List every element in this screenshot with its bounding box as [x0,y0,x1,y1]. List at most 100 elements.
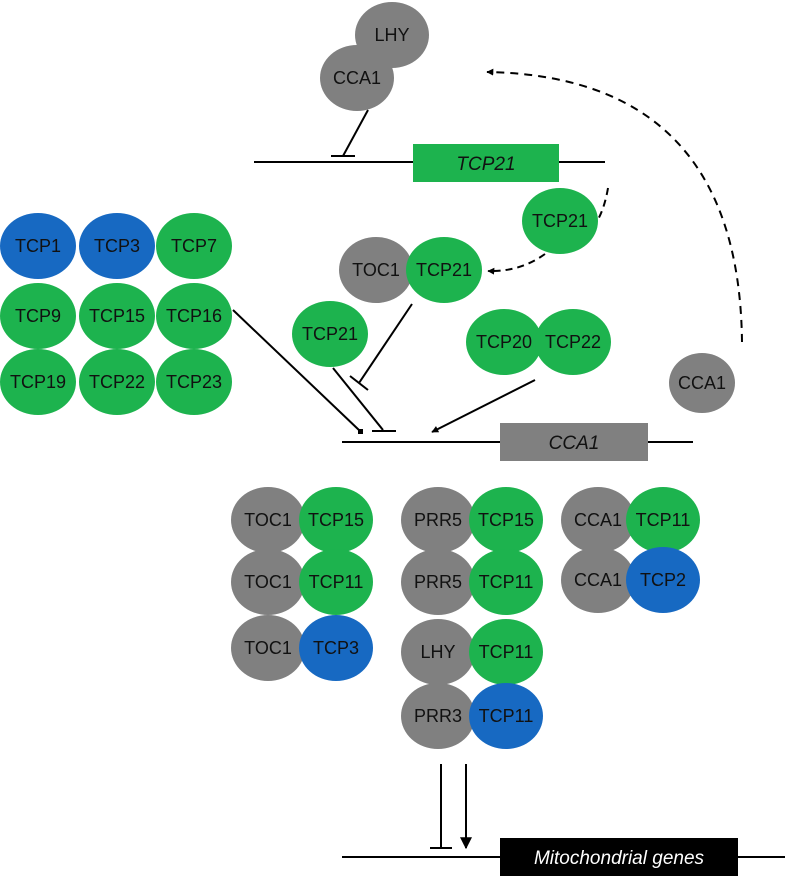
toc1-tcp21-represses [349,303,413,391]
tcp11-protein [469,683,543,749]
tcp15-protein [79,283,155,349]
tcp11-protein [469,619,543,685]
repression-line [342,109,369,157]
pair-right-label: TCP11 [479,572,534,592]
toc1-label: TOC1 [352,260,400,280]
repression-bar [349,375,369,391]
tcp19-label: TCP19 [10,372,66,392]
tcp21-gene-label: TCP21 [456,154,515,175]
tcp21-complex-protein [406,237,482,303]
pair-right-label: TCP11 [479,706,534,726]
pair-left-label: CCA1 [574,570,622,590]
cca1-right-label: CCA1 [678,373,726,393]
tcp22-label: TCP22 [89,372,145,392]
tcp-grid-item: TCP16 [156,283,232,349]
prr3-protein [401,683,475,749]
tcp-grid-item: TCP19 [0,349,76,415]
cca1-represses-tcp21 [331,109,369,157]
cca1-gene: CCA1 [342,423,693,461]
cca1-gene-box [500,423,648,461]
tcp21-protein-label: TCP21 [532,211,588,231]
pair-left-label: PRR5 [414,572,462,592]
tcp7-label: TCP7 [171,236,217,256]
pair-left-label: CCA1 [574,510,622,530]
lhy-protein [401,619,475,685]
tcp21-to-complex-dashed-arrow [487,253,546,275]
toc1-protein [339,237,413,303]
tcp15-protein [299,487,373,553]
tcp3-protein [299,615,373,681]
tcp21-gene-box [413,144,559,182]
pair-left-label: TOC1 [244,572,292,592]
tcp15-label: TCP15 [89,306,145,326]
tcp20-tcp22-complex: TCP20 TCP20 TCP22 [466,309,611,375]
grid-binding-line [232,309,361,432]
cca1-protein-top [320,45,394,111]
pair-left-label: TOC1 [244,638,292,658]
pair-prr5-tcp15: PRR5 TCP15 [401,487,543,553]
tcp-grid-item: TCP3 [79,213,155,279]
prr5-protein [401,487,475,553]
cca1-feedback-dashed-arrow [486,68,743,343]
pair-left-label: PRR3 [414,706,462,726]
mito-gene-label: Mitochondrial genes [534,848,705,869]
cca1-protein [561,487,635,553]
tcp1-label: TCP1 [15,236,61,256]
toc1-tcp21-complex: TOC1 TCP21 [339,237,482,303]
toc1-protein [231,549,305,615]
toc1-protein [231,487,305,553]
pair-toc1-tcp11: TOC1 TCP11 [231,549,373,615]
pair-right-label: TCP11 [636,510,691,530]
cca1-protein-right: CCA1 [669,353,735,413]
tcp-grid-item: TCP1 [0,213,76,279]
tcp20-protein [466,309,542,375]
toc1-protein [231,615,305,681]
tcp22-pair-protein [535,309,611,375]
tcp20-label: TCP20 [476,332,532,352]
tcp15-protein [469,487,543,553]
interaction-pairs: TOC1 TCP15 TOC1 TCP11 TOC1 TCP3 PRR5 TCP… [231,487,700,749]
tcp20-tcp22-activates-cca1 [431,379,536,433]
pair-right-label: TCP15 [478,510,534,530]
pair-right-label: TCP15 [308,510,364,530]
tcp3-label: TCP3 [94,236,140,256]
prr5-protein [401,549,475,615]
pair-toc1-tcp3: TOC1 TCP3 [231,615,373,681]
cca1-top-label: CCA1 [333,68,381,88]
tcp7-protein [156,213,232,279]
mito-repression [430,764,452,849]
tcp-grid-item: TCP15 [79,283,155,349]
lhy-label: LHY [374,25,409,45]
tcp22-protein [79,349,155,415]
pair-left-label: TOC1 [244,510,292,530]
tcp21-gene: TCP21 [254,144,605,182]
tcp2-protein [626,547,700,613]
pair-right-label: TCP11 [309,572,364,592]
pair-right-label: TCP11 [479,642,534,662]
tcp22-pair-label-visible: TCP22 [545,332,601,352]
cca1-protein [561,547,635,613]
tcp16-protein [156,283,232,349]
tcp9-label: TCP9 [15,306,61,326]
lhy-cca1-complex: LHY CCA1 [320,2,429,111]
tcp21-single-protein [292,301,368,367]
tcp-grid-item: TCP7 [156,213,232,279]
tcp3-protein [79,213,155,279]
tcp-grid-item: TCP22 [79,349,155,415]
tcp21-single: TCP21 [292,301,368,367]
pair-prr3-tcp11: PRR3 TCP11 [401,683,543,749]
tcp11-protein [626,487,700,553]
tcp1-protein [0,213,76,279]
mitochondrial-genes: Mitochondrial genes [342,838,785,876]
tcp21-protein [522,188,598,254]
tcp19-protein [0,349,76,415]
repression-line [358,303,413,384]
pair-left-label: LHY [420,642,455,662]
pair-lhy-tcp11: LHY TCP11 [401,619,543,685]
tcp-grid-item: TCP23 [156,349,232,415]
pair-cca1-tcp2: CCA1 TCP2 [561,547,700,613]
tcp21-complex-label: TCP21 [416,260,472,280]
pair-right-label: TCP2 [640,570,686,590]
tcp21-product: TCP21 [522,188,598,254]
